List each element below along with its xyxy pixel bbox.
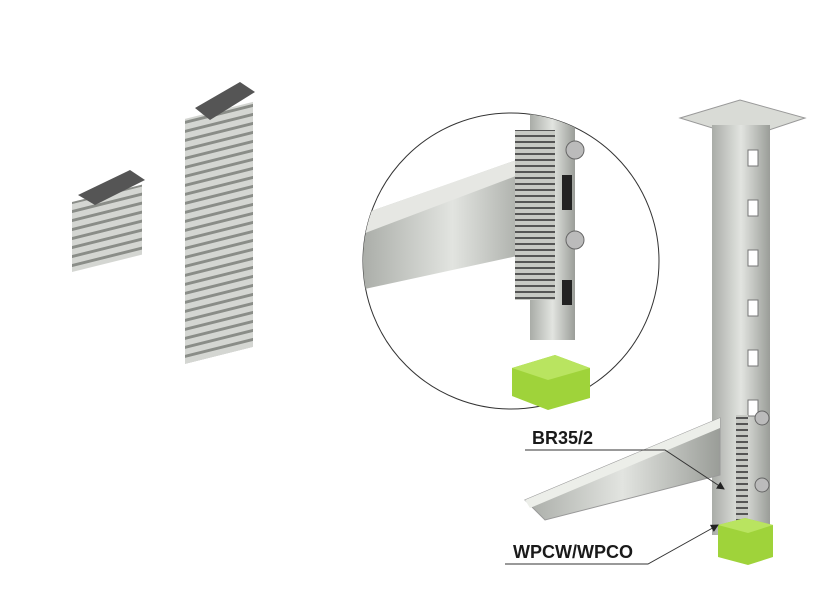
end-cap-detail [512, 355, 590, 410]
tall-clip-strip [185, 82, 255, 364]
cantilever-arm [524, 417, 721, 521]
bracket-clip-detail [515, 130, 555, 300]
leader-line-bracket-clip [525, 449, 725, 490]
support-column [678, 99, 807, 535]
bracket-clip [736, 415, 748, 525]
small-clip-strip [72, 170, 145, 273]
end-cap [718, 518, 773, 565]
label-end-cap: WPCW/WPCO [513, 542, 633, 562]
leader-line-end-cap [505, 524, 719, 565]
label-bracket-clip: BR35/2 [532, 428, 593, 448]
detail-magnifier [362, 112, 660, 410]
